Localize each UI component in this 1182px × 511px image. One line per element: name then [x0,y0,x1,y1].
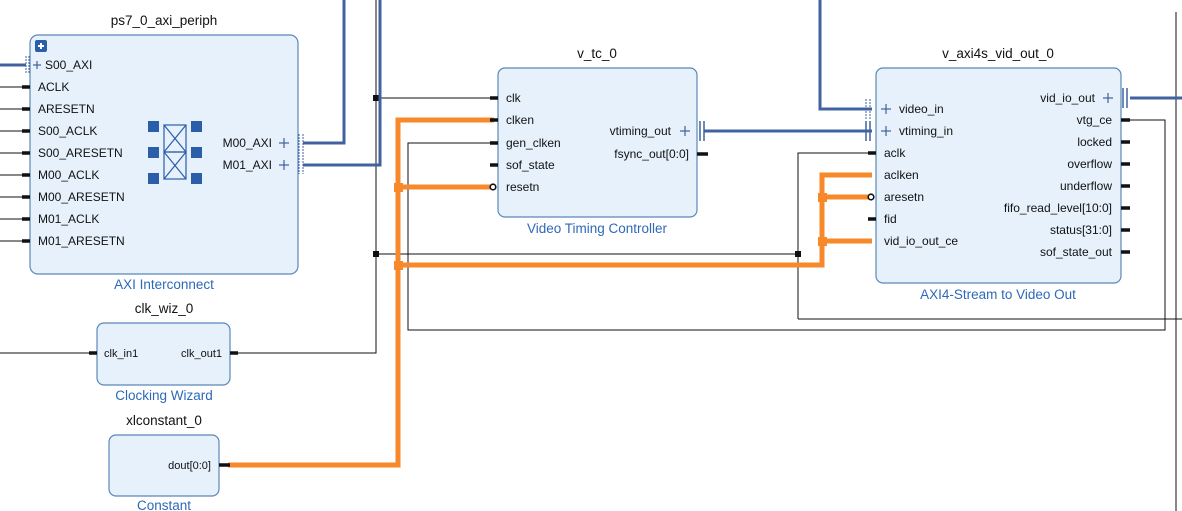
port-m01-axi[interactable]: M01_AXI [223,158,272,172]
port-s00-axi[interactable]: S00_AXI [45,58,92,72]
junction-dot [818,193,827,202]
port-m01-aclk[interactable]: M01_ACLK [38,212,99,226]
port-dout[interactable]: dout[0:0] [168,460,211,472]
port-sof-state-out[interactable]: sof_state_out [1040,245,1113,259]
junction-dot [394,261,403,270]
junction-dot [818,237,827,246]
plus-square-icon[interactable] [35,40,47,52]
instance-name: clk_wiz_0 [135,301,194,316]
instance-name: ps7_0_axi_periph [111,13,218,28]
port-aresetn[interactable]: aresetn [884,190,924,204]
ip-name: Video Timing Controller [527,221,668,236]
port-clk[interactable]: clk [506,91,522,105]
instance-name: xlconstant_0 [126,413,202,428]
port-overflow[interactable]: overflow [1067,157,1112,171]
port-resetn[interactable]: resetn [506,180,539,194]
interface-marker [699,121,705,141]
port-video-in[interactable]: video_in [899,102,944,116]
port-vid-io-out[interactable]: vid_io_out [1040,91,1095,105]
port-s00-aclk[interactable]: S00_ACLK [38,124,97,138]
port-aclken[interactable]: aclken [884,168,919,182]
junction-dot [394,183,403,192]
port-fsync-out[interactable]: fsync_out[0:0] [614,147,689,161]
port-clk-out1[interactable]: clk_out1 [181,348,222,360]
instance-name: v_tc_0 [577,46,617,61]
junction-dot [373,251,379,257]
port-vtiming-out[interactable]: vtiming_out [610,124,672,138]
junction-dot [795,251,801,257]
bus-m01-axi[interactable] [303,0,382,167]
ip-name: Constant [137,498,191,511]
port-underflow[interactable]: underflow [1060,179,1112,193]
port-clken[interactable]: clken [506,113,534,127]
port-m00-aresetn[interactable]: M00_ARESETN [38,190,125,204]
port-status[interactable]: status[31:0] [1050,223,1112,237]
ip-name: AXI Interconnect [114,277,214,292]
port-vtg-ce[interactable]: vtg_ce [1077,113,1113,127]
interface-marker [865,99,871,141]
port-m01-aresetn[interactable]: M01_ARESETN [38,234,125,248]
bus-m00-axi[interactable] [303,0,346,145]
port-aclk[interactable]: aclk [884,146,906,160]
bus-video-in[interactable] [818,0,872,111]
port-fid[interactable]: fid [884,212,897,226]
port-s00-aresetn[interactable]: S00_ARESETN [38,146,123,160]
block-video-timing-controller[interactable]: v_tc_0 Video Timing Controller clk clken… [489,46,708,236]
ip-name: Clocking Wizard [115,388,213,403]
port-vid-io-out-ce[interactable]: vid_io_out_ce [884,234,958,248]
port-fifo-read-level[interactable]: fifo_read_level[10:0] [1004,201,1112,215]
port-m00-aclk[interactable]: M00_ACLK [38,168,99,182]
interface-marker [298,134,304,174]
junction-dot [373,95,379,101]
crossbar-icon [148,121,202,184]
port-locked[interactable]: locked [1077,135,1112,149]
wire-vidout-aclk[interactable] [797,152,872,319]
block-constant[interactable]: xlconstant_0 Constant dout[0:0] [108,413,230,511]
block-axi-interconnect[interactable]: ps7_0_axi_periph AXI Interconnect S00_AX… [22,13,304,292]
ip-name: AXI4-Stream to Video Out [920,287,1076,302]
port-aresetn[interactable]: ARESETN [38,102,95,116]
active-low-bubble [867,193,875,201]
highlight-net-constant[interactable] [228,117,872,468]
interface-marker [25,56,41,74]
instance-name: v_axi4s_vid_out_0 [942,46,1054,61]
wire-vtg-ce[interactable] [407,119,1166,331]
port-sof-state[interactable]: sof_state [506,158,555,172]
port-gen-clken[interactable]: gen_clken [506,136,561,150]
block-clocking-wizard[interactable]: clk_wiz_0 Clocking Wizard clk_in1 clk_ou… [89,301,238,403]
port-m00-axi[interactable]: M00_AXI [223,136,272,150]
active-low-bubble [489,183,497,191]
interface-marker [1122,88,1128,108]
wire-clk-out1[interactable] [234,0,377,354]
port-vtiming-in[interactable]: vtiming_in [899,124,953,138]
port-clk-in1[interactable]: clk_in1 [104,348,138,360]
block-axi4s-video-out[interactable]: v_axi4s_vid_out_0 AXI4-Stream to Video O… [865,46,1130,302]
port-aclk[interactable]: ACLK [38,80,69,94]
